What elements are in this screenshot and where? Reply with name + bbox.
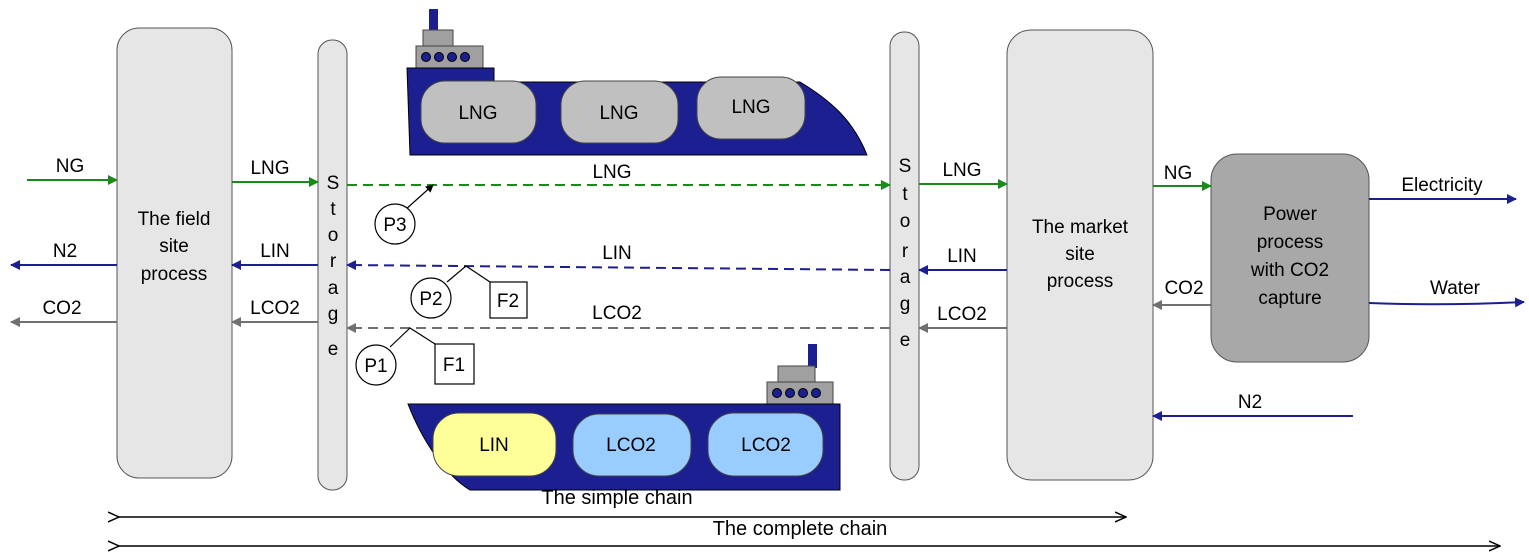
- f1-label: F1: [443, 355, 465, 376]
- f2-box: [489, 281, 528, 319]
- market-site-block: [1006, 29, 1154, 481]
- field-site-label-1: The field: [138, 209, 211, 230]
- field-lng-label: LNG: [250, 158, 289, 179]
- porthole-icon: [772, 388, 821, 398]
- lco2-tank-label: LCO2: [741, 435, 791, 456]
- ng-inlet-label: NG: [56, 156, 85, 177]
- lng-tank: [420, 80, 537, 144]
- market-lco2-label: LCO2: [937, 304, 987, 325]
- market-site-label-3: process: [1047, 271, 1114, 292]
- market-lng-label: LNG: [942, 160, 981, 181]
- storage-left-label: S t o r a g e: [327, 173, 340, 360]
- lng-tank: [696, 76, 806, 140]
- ship-lng-label: LNG: [592, 162, 631, 183]
- lco2-tank: [572, 413, 692, 477]
- p1-label: P1: [364, 356, 387, 377]
- p3-leader: [404, 184, 434, 211]
- market-site-label-2: site: [1065, 244, 1095, 265]
- field-site-label-3: process: [141, 264, 208, 285]
- storage-right-letter: S: [899, 156, 912, 177]
- storage-right-letter: t: [902, 184, 908, 205]
- storage-left-letter: r: [330, 251, 337, 272]
- complete-chain-label: The complete chain: [713, 518, 888, 540]
- water-arrow: [1368, 297, 1525, 308]
- field-site-block: [116, 27, 233, 479]
- storage-left-letter: t: [330, 199, 336, 220]
- co2-outlet-label: CO2: [42, 298, 81, 319]
- storage-left-letter: g: [328, 304, 339, 325]
- field-site-label-2: site: [159, 236, 189, 257]
- lin-tank: [432, 412, 557, 477]
- storage-left-letter: a: [328, 278, 339, 299]
- lng-tank-label: LNG: [731, 97, 770, 118]
- ship-cabin-top: [422, 29, 454, 47]
- field-lin-label: LIN: [260, 241, 290, 262]
- power-label-4: capture: [1258, 288, 1321, 309]
- ship-lco2-label: LCO2: [592, 303, 642, 324]
- storage-left-letter: S: [327, 173, 340, 194]
- f1-leader: [389, 327, 436, 348]
- ship-funnel: [808, 344, 817, 368]
- lng-tank: [560, 80, 679, 144]
- n2-inlet-label: N2: [1238, 392, 1262, 413]
- power-co2-label: CO2: [1164, 278, 1203, 299]
- p2-circle: [410, 277, 452, 319]
- lco2-tank-label: LCO2: [606, 435, 656, 456]
- simple-chain-span: The simple chain: [119, 487, 1126, 517]
- storage-right-letter: e: [900, 330, 911, 351]
- storage-left-letter: e: [328, 339, 339, 360]
- n2-outlet-label: N2: [53, 241, 77, 262]
- field-lco2-label: LCO2: [250, 298, 300, 319]
- water-label: Water: [1430, 278, 1481, 299]
- complete-chain-span: The complete chain: [119, 518, 1500, 546]
- power-label-3: with CO2: [1250, 260, 1329, 281]
- storage-left-letter: o: [328, 225, 339, 246]
- storage-right-column: [889, 31, 920, 481]
- lng-ship: LNG LNG LNG: [406, 9, 868, 156]
- storage-right-letter: o: [900, 211, 911, 232]
- ship-cabin-top: [777, 365, 816, 383]
- simple-chain-label: The simple chain: [541, 487, 692, 509]
- ship-lin-arrow: [346, 260, 891, 271]
- power-label-1: Power: [1263, 204, 1318, 225]
- storage-right-label: S t o r a g e: [899, 156, 912, 351]
- market-ng-label: NG: [1164, 163, 1193, 184]
- ship-lin-label: LIN: [602, 243, 632, 264]
- storage-right-letter: r: [902, 241, 909, 262]
- p1-circle: [355, 344, 397, 386]
- storage-right-letter: a: [900, 267, 911, 288]
- ship-funnel: [429, 9, 438, 31]
- lng-tank-label: LNG: [599, 103, 638, 124]
- lin-lco2-ship: LIN LCO2 LCO2: [407, 344, 841, 491]
- storage-right-letter: g: [900, 294, 911, 315]
- porthole-icon: [421, 52, 470, 62]
- lco2-tank: [707, 412, 824, 477]
- market-site-label-1: The market: [1032, 217, 1129, 238]
- p3-circle: [374, 203, 416, 245]
- lng-tank-label: LNG: [458, 103, 497, 124]
- f2-leader: [446, 265, 491, 283]
- p2-label: P2: [419, 289, 442, 310]
- market-lin-label: LIN: [947, 246, 977, 267]
- lin-tank-label: LIN: [479, 435, 509, 456]
- power-process-block: [1210, 153, 1370, 363]
- f2-label: F2: [497, 291, 519, 312]
- power-label-2: process: [1257, 232, 1324, 253]
- p3-label: P3: [383, 215, 406, 236]
- f1-box: [434, 343, 475, 385]
- electricity-label: Electricity: [1401, 175, 1483, 196]
